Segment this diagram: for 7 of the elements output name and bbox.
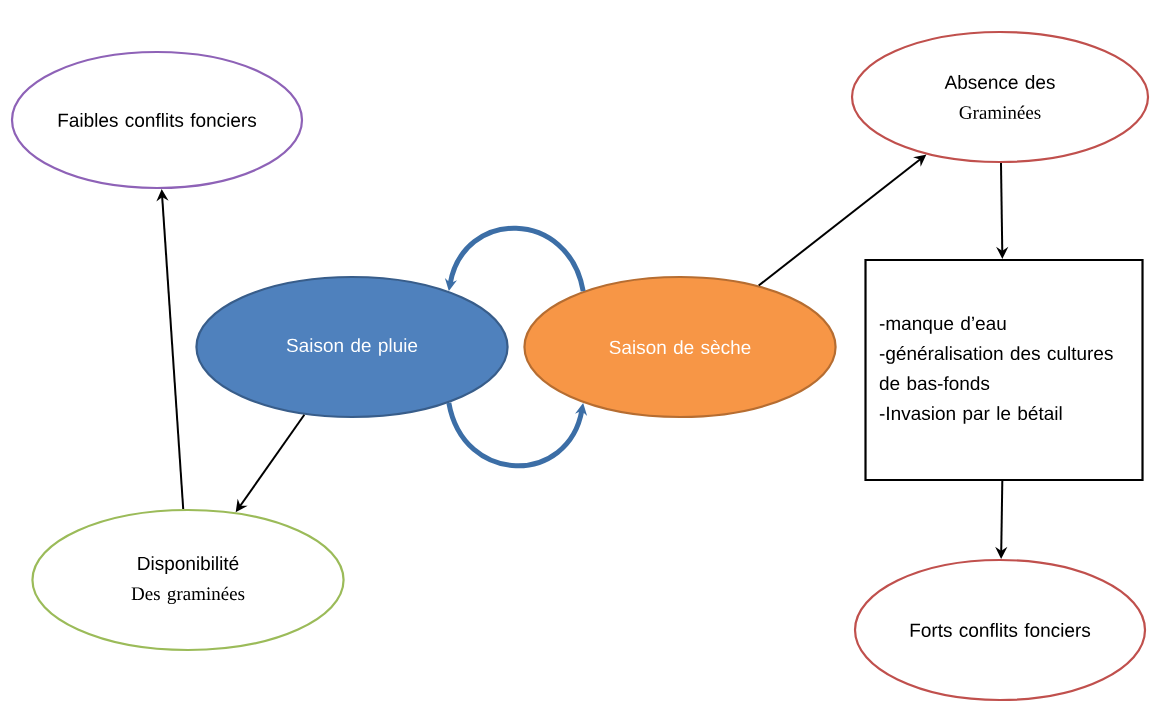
ellipse-node: Forts conflits fonciers bbox=[853, 558, 1147, 702]
ellipse-node: Saison de sèche bbox=[523, 275, 837, 419]
ellipse-node: Saison de pluie bbox=[195, 275, 509, 419]
ellipse-node: Faibles conflits fonciers bbox=[10, 50, 304, 190]
ellipse-node: Disponibilité Des graminées bbox=[31, 508, 345, 652]
ellipse-node: Absence des Graminées bbox=[850, 30, 1150, 164]
text-box: -manque d’eau -généralisation des cultures de bas-fonds -Invasion par le bétail bbox=[864, 258, 1144, 482]
